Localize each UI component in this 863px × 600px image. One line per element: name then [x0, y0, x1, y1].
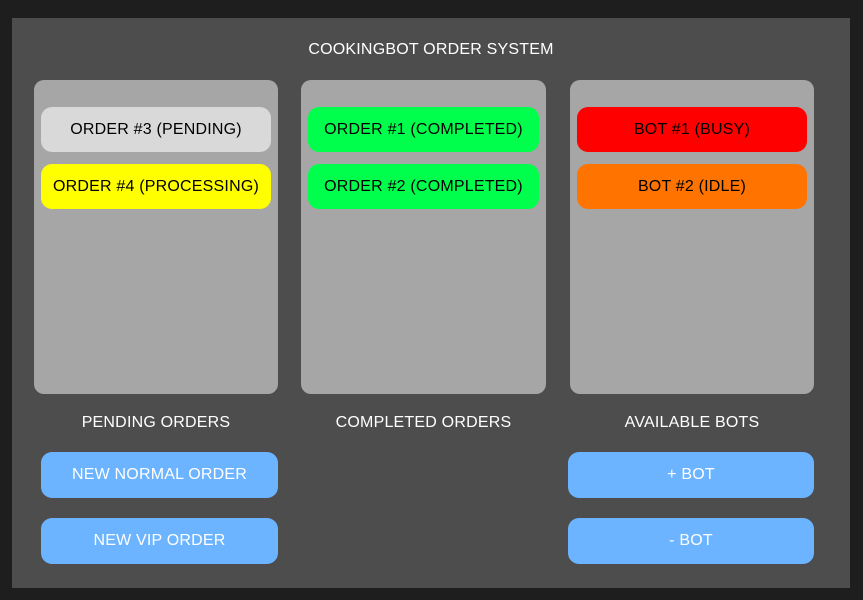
pending-orders-panel: ORDER #3 (PENDING) ORDER #4 (PROCESSING)	[34, 80, 278, 394]
pending-order-item: ORDER #3 (PENDING)	[41, 107, 271, 152]
pending-orders-label: PENDING ORDERS	[81, 414, 231, 431]
available-bots-label: AVAILABLE BOTS	[624, 414, 760, 431]
remove-bot-button[interactable]: - BOT	[568, 518, 814, 564]
completed-order-item: ORDER #2 (COMPLETED)	[308, 164, 539, 209]
completed-orders-panel: ORDER #1 (COMPLETED) ORDER #2 (COMPLETED…	[301, 80, 546, 394]
app-frame: COOKINGBOT ORDER SYSTEM ORDER #3 (PENDIN…	[12, 18, 850, 588]
bot-item: BOT #2 (IDLE)	[577, 164, 807, 209]
new-vip-order-button[interactable]: NEW VIP ORDER	[41, 518, 278, 564]
pending-order-item: ORDER #4 (PROCESSING)	[41, 164, 271, 209]
new-normal-order-button[interactable]: NEW NORMAL ORDER	[41, 452, 278, 498]
page-title: COOKINGBOT ORDER SYSTEM	[308, 41, 554, 58]
completed-order-item: ORDER #1 (COMPLETED)	[308, 107, 539, 152]
bot-item: BOT #1 (BUSY)	[577, 107, 807, 152]
bots-panel: BOT #1 (BUSY) BOT #2 (IDLE)	[570, 80, 814, 394]
add-bot-button[interactable]: + BOT	[568, 452, 814, 498]
completed-orders-label: COMPLETED ORDERS	[335, 414, 512, 431]
